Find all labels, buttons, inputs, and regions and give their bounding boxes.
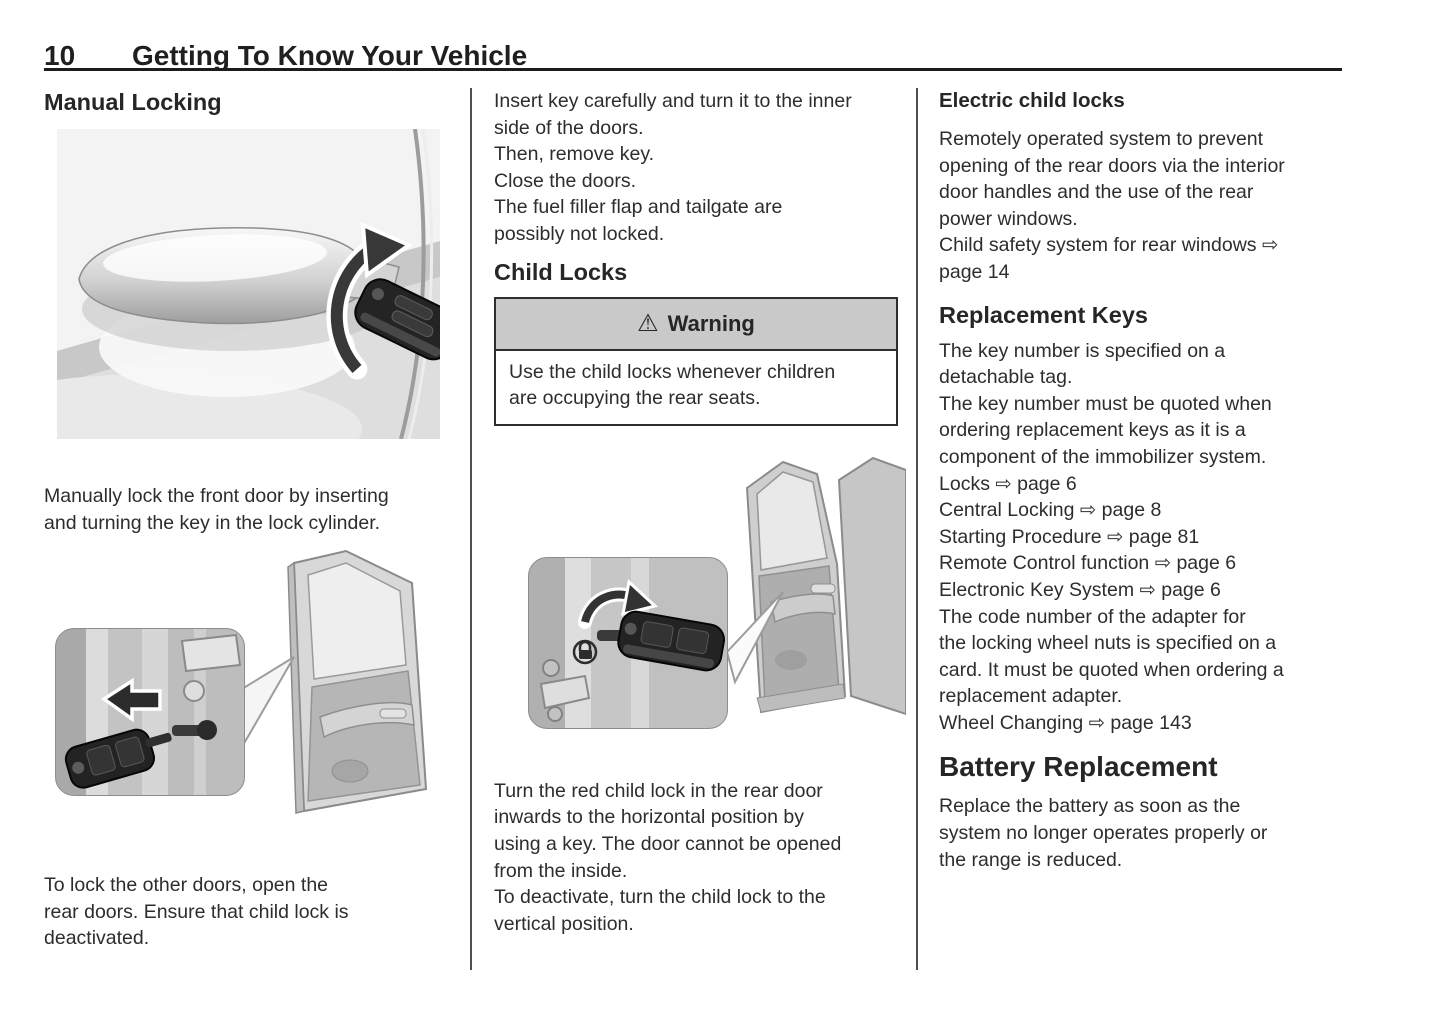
- child-lock-paragraphs: Turn the red child lock in the rear door…: [494, 778, 914, 938]
- key-fob: [617, 610, 726, 672]
- warning-icon: ⚠: [637, 309, 659, 337]
- paragraph: Then, remove key.: [494, 143, 655, 166]
- figure-door-handle-key: [57, 129, 440, 439]
- para-lock-front-door: Manually lock the front door by insertin…: [44, 485, 389, 534]
- callout-wedge: [725, 591, 784, 685]
- xref-wheel-changing[interactable]: Wheel Changing ⇨ page 143: [939, 711, 1192, 734]
- open-front-door: [287, 550, 428, 815]
- direction-arrow: [100, 677, 162, 723]
- paragraph: To deactivate, turn the child lock to th…: [494, 886, 826, 935]
- insert-key-paragraphs: Insert key carefully and turn it to the …: [494, 88, 914, 248]
- key-fob: [354, 278, 440, 361]
- door-seam-line: [399, 129, 426, 439]
- child-lock-pictogram: [572, 639, 598, 664]
- callout-wedge: [241, 656, 295, 751]
- turn-arrow: [330, 241, 379, 373]
- cross-reference-list: Locks ⇨ page 6 Central Locking ⇨ page 8 St…: [939, 471, 1359, 604]
- header-rule: [44, 68, 1342, 71]
- warning-title: Warning: [667, 310, 755, 336]
- cross-reference[interactable]: Locks ⇨ page 6: [939, 472, 1077, 495]
- para-electric-child-locks: Remotely operated system to prevent open…: [939, 128, 1285, 230]
- key-fob: [64, 728, 172, 789]
- para-key-number-tag: The key number is specified on a detacha…: [939, 339, 1226, 389]
- section-heading-child-locks: Child Locks: [494, 258, 628, 285]
- column-middle: Insert key carefully and turn it to the …: [494, 85, 914, 937]
- section-heading-replacement-keys: Replacement Keys: [939, 301, 1148, 328]
- cross-reference[interactable]: Central Locking ⇨ page 8: [939, 499, 1162, 522]
- column-divider-1: [470, 88, 472, 970]
- section-heading-manual-locking: Manual Locking: [44, 89, 222, 115]
- figure-rear-door-child-lock: [528, 456, 906, 729]
- column-divider-2: [916, 88, 918, 970]
- paragraph: The fuel filler flap and tailgate are po…: [494, 196, 783, 245]
- cross-reference[interactable]: Starting Procedure ⇨ page 81: [939, 525, 1200, 548]
- chapter-title: Getting To Know Your Vehicle: [132, 40, 528, 71]
- xref-child-safety-system[interactable]: Child safety system for rear windows ⇨ p…: [939, 234, 1279, 283]
- paragraph: Turn the red child lock in the rear door…: [494, 779, 842, 882]
- cross-reference[interactable]: Electronic Key System ⇨ page 6: [939, 578, 1221, 601]
- column-right: Electric child locks Remotely operated s…: [939, 85, 1359, 873]
- warning-box: ⚠ Warning Use the child locks whenever ch…: [494, 296, 898, 426]
- para-battery-replacement: Replace the battery as soon as the syste…: [939, 795, 1268, 871]
- column-left: Manual Locking: [44, 85, 464, 952]
- para-key-number-quoted: The key number must be quoted when order…: [939, 392, 1272, 468]
- warning-box-header: ⚠ Warning: [496, 298, 896, 351]
- para-lock-other-doors: To lock the other doors, open the rear d…: [44, 874, 349, 950]
- para-adapter-code: The code number of the adapter for the l…: [939, 605, 1284, 708]
- page-number: 10: [44, 40, 76, 71]
- figure-front-door-lock-key: [55, 550, 428, 815]
- paragraph: Insert key carefully and turn it to the …: [494, 90, 852, 139]
- paragraph: Close the doors.: [494, 169, 636, 192]
- warning-text: Use the child locks whenever children ar…: [509, 360, 836, 410]
- subheading-electric-child-locks: Electric child locks: [939, 89, 1125, 112]
- open-rear-door: [745, 456, 906, 715]
- section-heading-battery-replacement: Battery Replacement: [939, 751, 1218, 783]
- cross-reference[interactable]: Remote Control function ⇨ page 6: [939, 552, 1237, 575]
